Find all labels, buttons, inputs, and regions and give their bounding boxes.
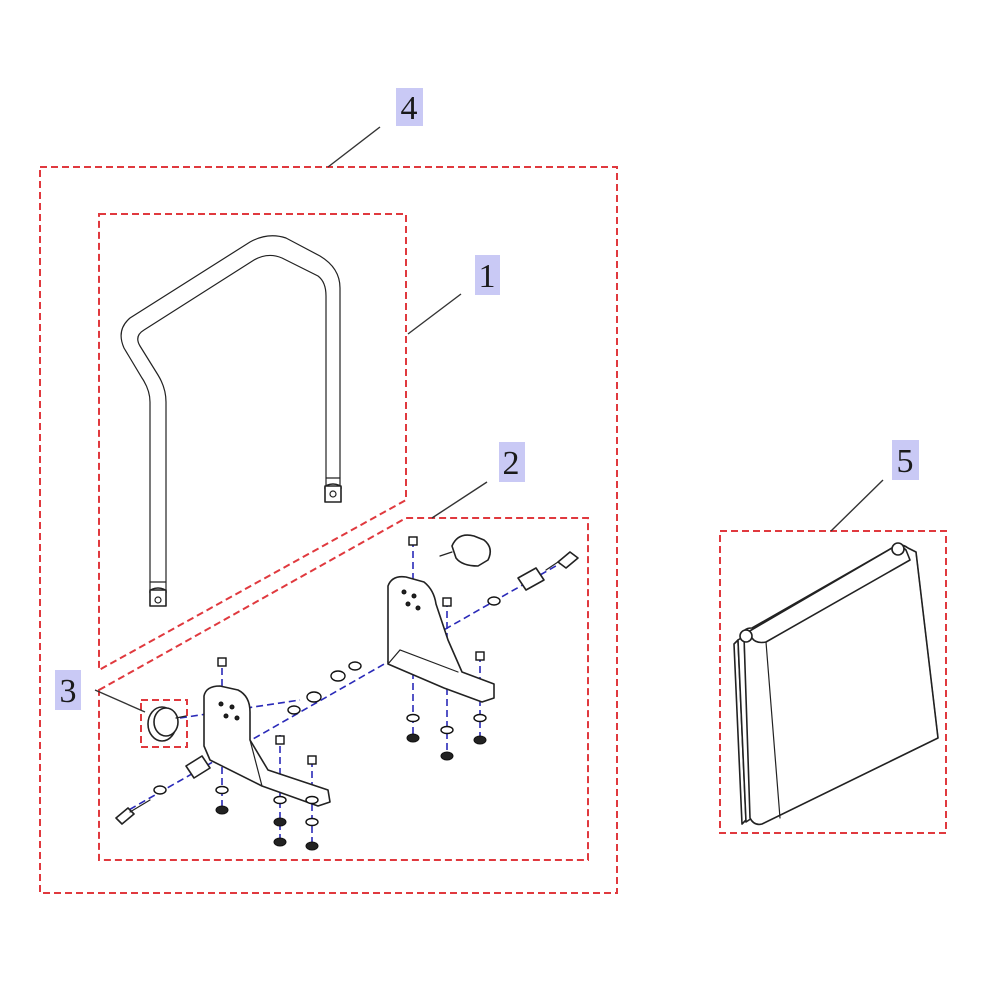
callout-5: 5 (892, 440, 919, 480)
callout-label-3: 3 (60, 673, 77, 710)
callout-label-5: 5 (897, 443, 914, 480)
callout-label-1: 1 (479, 258, 496, 295)
part-frame-3 (140, 699, 188, 748)
mounting-bracket-set-drawing (115, 534, 579, 851)
callout-label-4: 4 (401, 90, 418, 127)
callout-3: 3 (55, 670, 81, 710)
assembly-frame-4 (39, 166, 618, 894)
part-frame-5 (719, 530, 947, 834)
seat-panel-drawing (733, 542, 939, 826)
leader-1 (407, 293, 462, 335)
callout-2: 2 (499, 442, 525, 482)
callout-label-2: 2 (503, 445, 520, 482)
part-frame-1 (98, 213, 407, 672)
callout-4: 4 (396, 88, 423, 127)
knob-drawing (147, 706, 187, 742)
part-frame-2 (98, 517, 589, 861)
leader-4 (327, 126, 381, 168)
leader-5 (830, 479, 884, 532)
leader-3 (94, 689, 146, 713)
u-tube-handle-drawing (120, 235, 342, 607)
callout-1: 1 (475, 255, 500, 295)
leader-2 (431, 481, 488, 519)
